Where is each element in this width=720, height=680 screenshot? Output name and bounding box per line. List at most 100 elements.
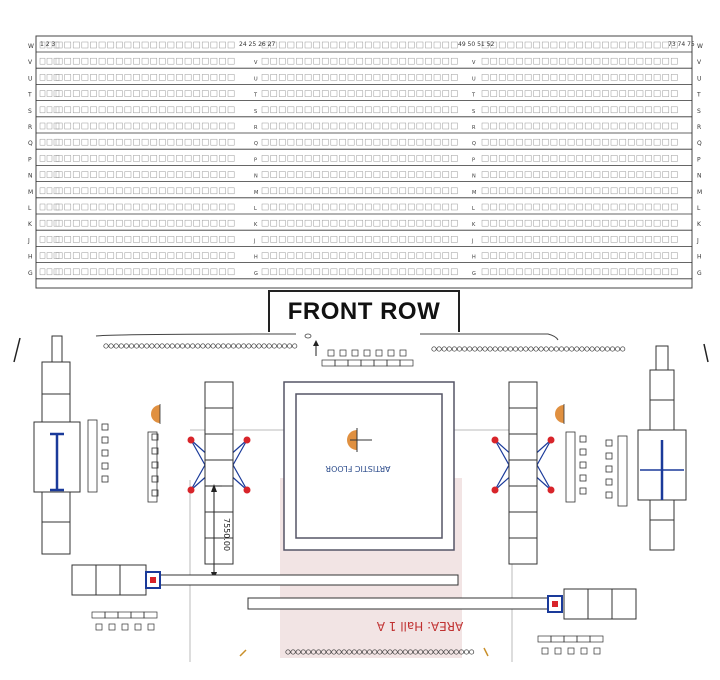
seat <box>498 171 506 178</box>
seat <box>107 171 115 178</box>
seat <box>90 219 97 227</box>
seat <box>287 219 295 227</box>
floor-plan: ARTISTIC FLOOR 7550.00 AREA: Hall 1 A <box>13 333 709 662</box>
seat <box>524 57 532 65</box>
seat <box>141 268 149 276</box>
seat <box>653 41 661 49</box>
anchor-point <box>243 486 251 494</box>
seat <box>227 41 235 49</box>
front-rail <box>95 333 297 337</box>
seat <box>516 41 523 49</box>
seat <box>627 219 635 227</box>
seat <box>382 219 389 227</box>
seat <box>227 57 235 65</box>
seat <box>339 74 346 81</box>
seat <box>184 122 192 130</box>
seat <box>304 219 312 227</box>
seat <box>227 219 235 227</box>
seat <box>584 268 592 276</box>
bottom-seat <box>382 649 388 655</box>
judge-seat <box>101 462 109 470</box>
seat <box>167 122 175 130</box>
front-seat <box>523 346 529 352</box>
front-seat <box>462 346 468 352</box>
seat <box>490 122 498 130</box>
judge-seat <box>579 461 587 469</box>
seat <box>330 90 338 97</box>
seat <box>39 268 46 276</box>
seat <box>278 106 286 114</box>
seat <box>356 41 364 49</box>
seat <box>46 138 53 146</box>
seat <box>124 187 132 195</box>
seat <box>619 252 627 259</box>
seat <box>46 252 53 259</box>
seat <box>201 74 209 81</box>
seat <box>356 138 364 146</box>
seat <box>516 268 523 276</box>
seat <box>53 138 60 146</box>
seat <box>550 236 558 243</box>
seat <box>373 155 381 162</box>
seat <box>662 138 670 146</box>
mat <box>204 433 234 461</box>
seat <box>481 41 489 49</box>
seat <box>653 74 661 81</box>
seat <box>584 171 592 178</box>
seat <box>533 171 541 178</box>
seat <box>227 155 235 162</box>
seat <box>261 187 269 195</box>
front-seat <box>200 343 206 349</box>
seat <box>313 171 321 178</box>
seat <box>550 41 558 49</box>
bottom-seat <box>346 649 352 655</box>
judge-desk <box>347 359 362 367</box>
seat <box>107 236 115 243</box>
bottom-seat <box>310 649 317 655</box>
seat <box>219 171 226 178</box>
seat <box>107 122 115 130</box>
seat <box>304 155 312 162</box>
seat <box>593 155 601 162</box>
seat <box>399 219 407 227</box>
seat <box>115 219 123 227</box>
mat <box>508 407 538 435</box>
seat <box>364 252 372 259</box>
seat <box>481 203 489 211</box>
seat <box>53 268 60 276</box>
seat <box>176 171 183 178</box>
row-label-mid-left: G <box>254 271 258 277</box>
front-seat <box>467 346 473 352</box>
seat <box>541 122 549 130</box>
seat <box>53 187 60 195</box>
front-seat <box>123 343 129 349</box>
front-seat <box>195 343 201 349</box>
seat <box>184 138 192 146</box>
front-seat <box>118 343 124 349</box>
seat <box>193 41 201 49</box>
seat <box>304 122 312 130</box>
seat <box>627 203 635 211</box>
seat <box>498 252 506 259</box>
seat <box>124 41 132 49</box>
seat <box>72 203 80 211</box>
row-label-right: W <box>697 43 703 50</box>
seat <box>201 41 209 49</box>
seat <box>602 41 609 49</box>
judge-seat <box>363 349 371 357</box>
seat <box>287 155 295 162</box>
seat <box>645 155 652 162</box>
seat <box>150 138 158 146</box>
seat <box>81 41 89 49</box>
seat <box>39 236 46 243</box>
seat <box>507 203 515 211</box>
seat <box>399 171 407 178</box>
seat <box>576 122 584 130</box>
seat <box>399 236 407 243</box>
seat <box>330 57 338 65</box>
seat <box>416 155 424 162</box>
seat <box>304 106 312 114</box>
seat <box>201 203 209 211</box>
seat <box>141 122 149 130</box>
seat <box>364 171 372 178</box>
